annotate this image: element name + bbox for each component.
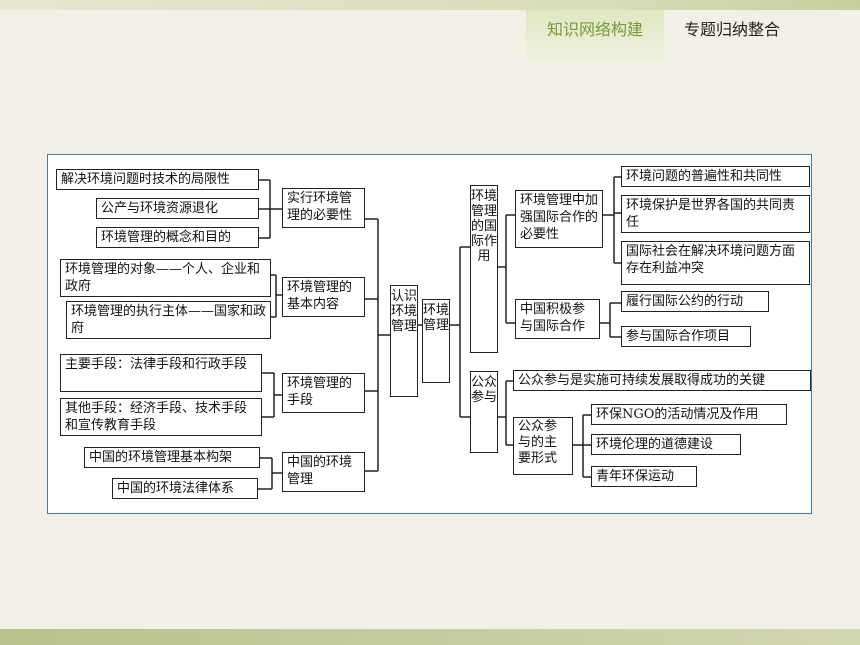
- sub-participation-forms: 公众参与的主要形式: [513, 417, 573, 475]
- leaf-universality: 环境问题的普遍性和共同性: [621, 166, 810, 187]
- leaf-youth: 青年环保运动: [591, 466, 697, 487]
- leaf-ngo: 环保NGO的活动情况及作用: [591, 404, 787, 425]
- branch-basic-content: 环境管理的基本内容: [282, 277, 365, 317]
- connector-lines: [258, 176, 621, 490]
- leaf-interest-conflict: 国际社会在解决环境问题方面存在利益冲突: [621, 241, 810, 285]
- branch-international-role: 环境管理的国际作用: [470, 185, 498, 353]
- tab-topic-summary[interactable]: 专题归纳整合: [684, 20, 781, 39]
- leaf-management-objects: 环境管理的对象——个人、企业和政府: [60, 259, 271, 297]
- leaf-cooperation-projects: 参与国际合作项目: [621, 326, 751, 347]
- sub-intl-necessity: 环境管理中加强国际合作的必要性: [515, 190, 603, 248]
- leaf-concept-purpose: 环境管理的概念和目的: [96, 227, 259, 248]
- leaf-ethics: 环境伦理的道德建设: [591, 434, 741, 455]
- branch-means: 环境管理的手段: [282, 373, 365, 413]
- leaf-tech-limits: 解决环境问题时技术的局限性: [56, 169, 259, 190]
- leaf-executive-subject: 环境管理的执行主体——国家和政府: [66, 301, 271, 339]
- bottom-accent-bar: [0, 629, 860, 645]
- sub-china-cooperation: 中国积极参与国际合作: [515, 299, 600, 339]
- branch-china: 中国的环境管理: [282, 452, 365, 492]
- leaf-commons-degradation: 公产与环境资源退化: [96, 198, 259, 219]
- leaf-main-means: 主要手段：法律手段和行政手段: [60, 354, 262, 392]
- center-understand-management: 认识环境管理: [390, 285, 418, 397]
- leaf-common-responsibility: 环境保护是世界各国的共同责任: [621, 195, 810, 233]
- tab-knowledge-network[interactable]: 知识网络构建: [526, 10, 664, 64]
- concept-map-panel: 解决环境问题时技术的局限性 公产与环境资源退化 环境管理的概念和目的 环境管理的…: [47, 154, 812, 514]
- leaf-legal-system: 中国的环境法律体系: [112, 478, 258, 499]
- branch-public-participation: 公众参与: [470, 371, 498, 453]
- root-environment-management: 环境管理: [422, 299, 450, 383]
- leaf-other-means: 其他手段：经济手段、技术手段和宣传教育手段: [60, 398, 262, 436]
- branch-necessity: 实行环境管理的必要性: [282, 188, 365, 228]
- leaf-basic-framework: 中国的环境管理基本构架: [84, 447, 260, 468]
- leaf-convention-actions: 履行国际公约的行动: [621, 291, 769, 312]
- leaf-public-key: 公众参与是实施可持续发展取得成功的关键: [513, 370, 811, 391]
- top-accent-bar: [0, 0, 860, 10]
